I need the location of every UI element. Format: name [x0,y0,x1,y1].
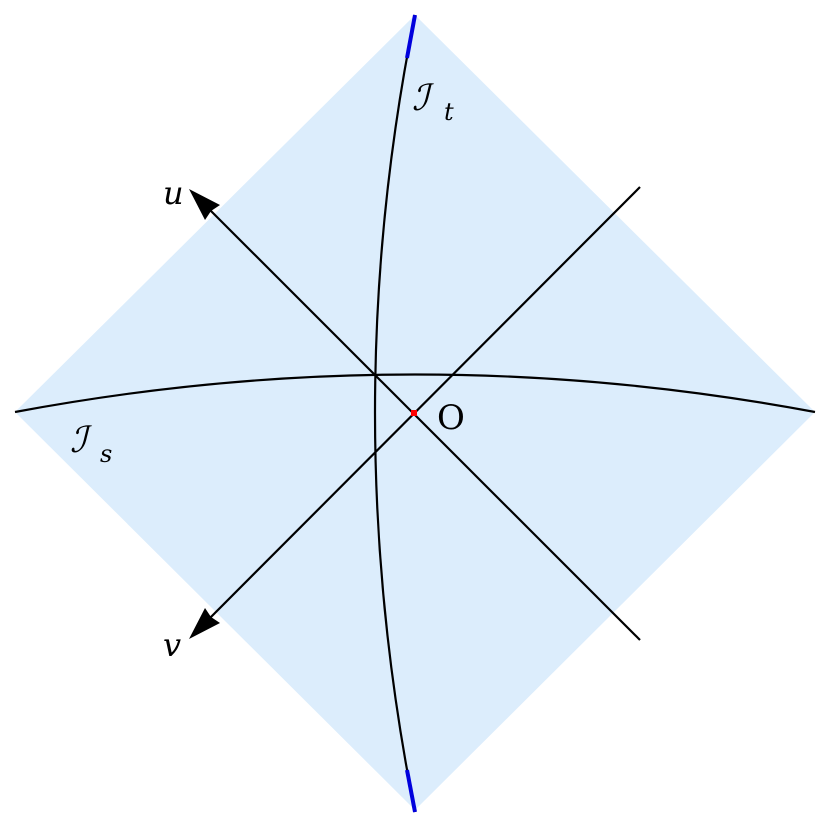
v-axis-label: v [163,626,181,664]
u-axis-label: u [163,174,184,212]
u-axis-arrowhead [189,189,220,220]
i-t-curve [373,14,417,813]
origin-point [411,410,417,416]
i-t-bottom-highlight [405,769,417,813]
i-t-top-highlight [405,14,417,59]
i-s-label-sub: s [100,440,112,468]
i-t-label-sub: t [444,98,454,126]
v-axis-arrowhead [189,608,220,639]
i-s-curve [14,373,816,414]
origin-label: O [437,398,465,438]
